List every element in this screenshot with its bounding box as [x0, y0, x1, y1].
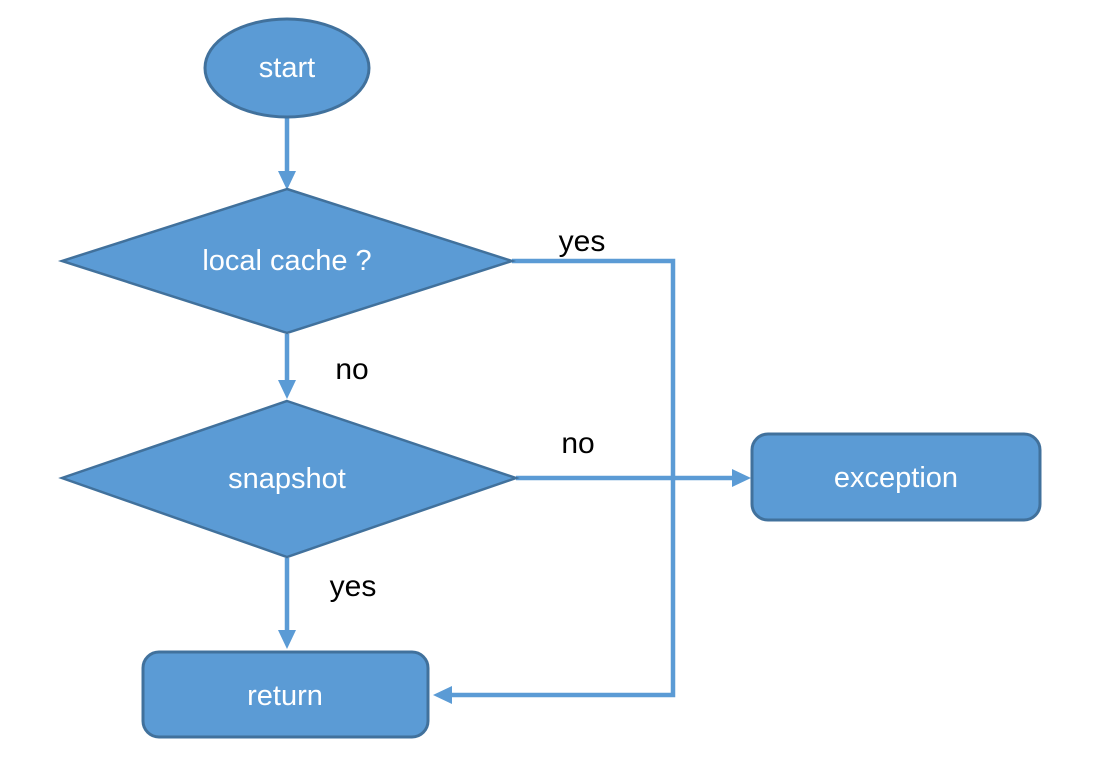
edge-start-to-localcache-arrowhead	[278, 171, 296, 190]
start-node-label: start	[259, 52, 315, 84]
snapshot-decision-label: snapshot	[228, 463, 346, 495]
start-node	[203, 17, 371, 119]
return-node-label: return	[247, 680, 323, 712]
edge-localcache-to-return-arrowhead	[433, 686, 452, 704]
local-cache-decision-label: local cache ?	[202, 245, 371, 277]
edge-label-snapshot-yes: yes	[330, 570, 377, 603]
edge-label-localcache-no: no	[335, 353, 368, 386]
edge-localcache-to-snapshot-arrowhead	[278, 380, 296, 399]
edge-label-snapshot-no: no	[561, 427, 594, 460]
edge-label-localcache-yes: yes	[559, 225, 606, 258]
edge-localcache-to-return	[452, 258, 676, 698]
edge-snapshot-to-exception-arrowhead	[732, 469, 751, 487]
return-node	[141, 650, 430, 739]
exception-node-label: exception	[834, 462, 958, 494]
snapshot-decision-node	[58, 399, 520, 559]
exception-node	[750, 432, 1042, 522]
local-cache-decision-node	[57, 187, 517, 335]
edge-snapshot-to-return-arrowhead	[278, 630, 296, 649]
